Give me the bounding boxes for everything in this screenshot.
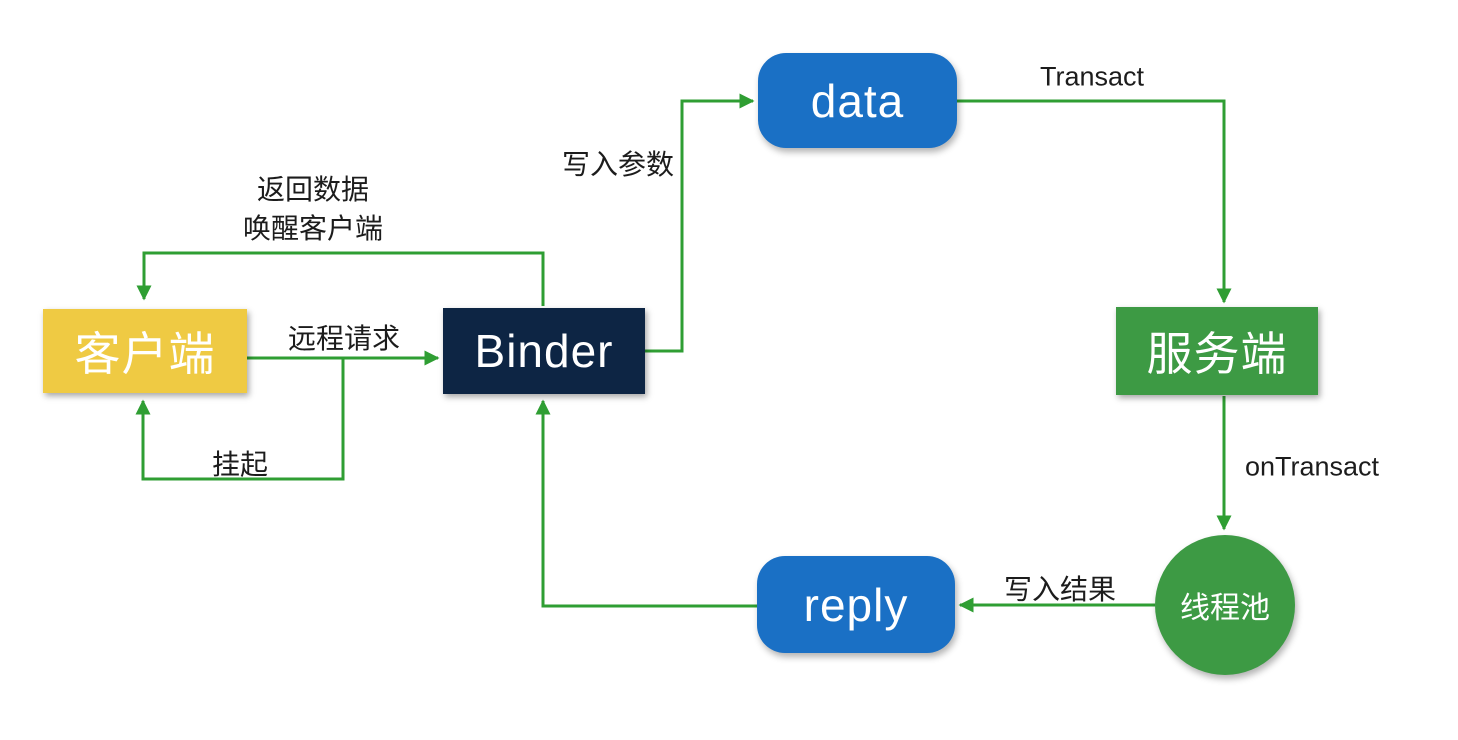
edge-label-write-result: 写入结果 [1003, 574, 1117, 605]
node-threadpool-label: 线程池 [1180, 592, 1270, 625]
node-data: data [758, 53, 957, 148]
edge-label-suspend: 挂起 [211, 449, 269, 480]
node-data-label: data [810, 74, 905, 127]
node-reply-label: reply [803, 578, 909, 631]
edge-label-wake-client-line: 唤醒客户端 [242, 213, 384, 244]
edge-write-params-arrow [645, 93, 755, 353]
node-reply: reply [757, 556, 955, 653]
edge-label-remote-request: 远程请求 [287, 323, 401, 354]
node-client-label: 客户端 [74, 328, 216, 380]
node-client: 客户端 [43, 309, 247, 393]
node-binder-label: Binder [474, 325, 614, 377]
node-server-label: 服务端 [1146, 328, 1288, 380]
node-threadpool: 线程池 [1155, 535, 1295, 675]
edge-label-on-transact: onTransact [1244, 451, 1380, 482]
edge-transact-arrow [957, 99, 1232, 304]
edge-label-return-data-line: 返回数据 [256, 174, 370, 205]
edge-suspend-loop-arrow [135, 358, 345, 481]
edge-label-write-params: 写入参数 [561, 149, 675, 180]
edge-label-return-wake: 返回数据 唤醒客户端 [243, 170, 383, 248]
node-binder: Binder [443, 308, 645, 394]
edge-reply-to-binder-arrow [535, 399, 757, 608]
node-server: 服务端 [1116, 307, 1318, 395]
edge-return-wake-arrow [136, 251, 545, 306]
edge-label-transact: Transact [1039, 61, 1145, 92]
